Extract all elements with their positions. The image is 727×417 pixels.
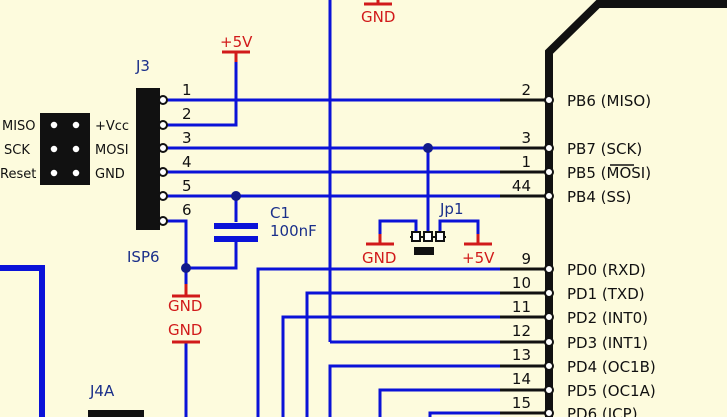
ic-pin-num: 9 <box>521 250 531 268</box>
j3-pin-5: 5 <box>182 177 192 195</box>
ic-pin-num: 10 <box>512 274 531 292</box>
ic-pin-num: 14 <box>512 370 531 388</box>
ic-pin-num: 11 <box>512 298 531 316</box>
j3-pin-6: 6 <box>182 201 192 219</box>
gnd-label-lower: GND <box>168 321 202 339</box>
ic-pin-label: PD5 (OC1A) <box>567 382 656 400</box>
ic-pin-label: PD6 (ICP) <box>567 405 638 417</box>
j3-pin-2: 2 <box>182 105 192 123</box>
isp-header-pins <box>49 120 81 178</box>
ic-pin-num: 3 <box>521 129 531 147</box>
ic-body <box>545 0 727 417</box>
vcc-label-header: +5V <box>220 33 253 51</box>
gnd-label-top: GND <box>361 8 395 26</box>
j3-pin-3: 3 <box>182 129 192 147</box>
ic-pin-label: PB6 (MISO) <box>567 92 651 110</box>
junction-sck <box>423 143 433 153</box>
ic-pin-num: 13 <box>512 346 531 364</box>
header-label-sck: SCK <box>4 143 30 158</box>
jp1-ref: Jp1 <box>439 200 464 218</box>
ic-pin-num: 2 <box>521 81 531 99</box>
header-label-mosi: MOSI <box>95 143 129 158</box>
junction-cap-bottom <box>181 263 191 273</box>
j3-body <box>136 88 160 230</box>
ic-pin-num: 12 <box>512 322 531 340</box>
ic-pin-label: PD4 (OC1B) <box>567 358 656 376</box>
ic-pin-circles <box>544 95 554 417</box>
j3-pin-1: 1 <box>182 81 192 99</box>
isp-header-body <box>40 113 90 185</box>
j3-pin-4: 4 <box>182 153 192 171</box>
junctions <box>181 143 433 273</box>
junction-cap-top <box>231 191 241 201</box>
header-label-vcc: +Vcc <box>95 119 129 134</box>
ic-pin-label: PB4 (SS) <box>567 188 631 206</box>
wires <box>165 0 545 417</box>
c1-value: 100nF <box>270 222 317 240</box>
gnd-label-jp1-left: GND <box>362 249 396 267</box>
header-label-gnd: GND <box>95 167 125 182</box>
bus-wire-left <box>0 265 45 417</box>
ic-pin-num: 44 <box>512 177 531 195</box>
ic-pin-label: PD3 (INT1) <box>567 334 648 352</box>
vcc-label-jp1-right: +5V <box>462 249 495 267</box>
j4a-ref: J4A <box>89 382 115 400</box>
gnd-label-isp6: GND <box>168 297 202 315</box>
capacitor-c1 <box>214 223 258 242</box>
c1-ref: C1 <box>270 204 290 222</box>
power-symbols <box>172 0 492 344</box>
ic-pin-label: PD2 (INT0) <box>567 309 648 327</box>
ic-pin-stubs <box>500 98 545 415</box>
j3-ref: J3 <box>135 57 150 75</box>
j4a-body <box>88 410 144 417</box>
ic-pin-label: PB7 (SCK) <box>567 140 642 158</box>
isp6-ref: ISP6 <box>127 248 160 266</box>
header-label-reset: Reset <box>0 167 36 182</box>
jumper-jp1 <box>410 231 446 255</box>
header-label-miso: MISO <box>2 119 36 134</box>
ic-pin-num: 1 <box>521 153 531 171</box>
ic-pin-label: PD0 (RXD) <box>567 261 646 279</box>
ic-pin-label: PB5 (MOSI) <box>567 164 651 182</box>
ic-pin-num: 15 <box>512 394 531 412</box>
j3-pin-circles <box>158 95 168 226</box>
ic-pin-label: PD1 (TXD) <box>567 285 645 303</box>
